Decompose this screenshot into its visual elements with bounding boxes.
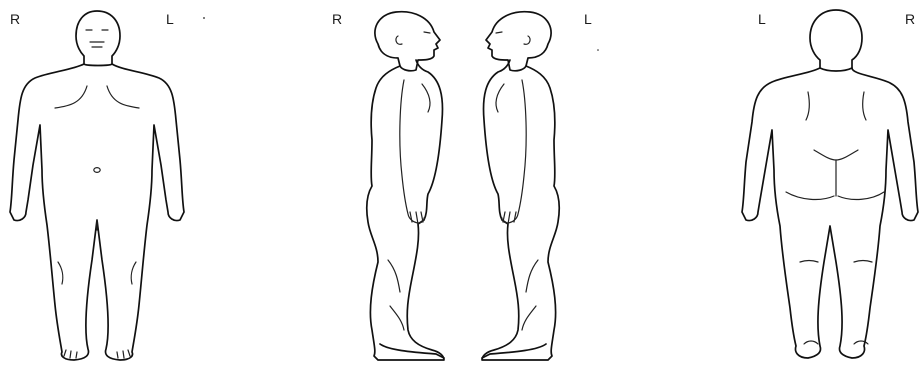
label-right-lateral: R <box>332 11 342 27</box>
speck-mark <box>203 17 205 19</box>
posterior-view-panel: L R <box>742 10 918 358</box>
right-lateral-head <box>375 12 440 71</box>
left-lateral-arm <box>502 80 526 223</box>
chest-line-left <box>107 86 139 108</box>
speck-mark <box>597 49 599 51</box>
right-lateral-chest <box>422 84 430 112</box>
left-lateral-ear <box>524 36 530 44</box>
posterior-head <box>810 10 862 71</box>
lower-back <box>814 150 858 160</box>
heel-left <box>804 341 818 344</box>
toes-left <box>117 350 130 358</box>
right-lateral-leg-line <box>388 260 404 330</box>
right-lateral-body-figure <box>367 12 444 360</box>
left-lateral-body-outline <box>482 60 559 360</box>
chest-line-right <box>55 86 87 108</box>
knee-left <box>131 262 136 284</box>
head <box>76 11 120 66</box>
label-left-posterior: L <box>758 11 766 27</box>
label-right-posterior: R <box>905 11 915 27</box>
posterior-body-figure <box>742 10 918 358</box>
label-left-anterior: L <box>166 11 174 27</box>
label-left-lateral: L <box>584 11 592 27</box>
left-lateral-eye <box>496 32 502 33</box>
left-lateral-body-figure <box>482 12 559 360</box>
navel <box>94 168 100 173</box>
shoulder-blade-right <box>863 92 866 120</box>
mouth <box>90 42 104 47</box>
lateral-view-panel: R L <box>332 11 599 360</box>
knee-crease-left <box>800 261 818 263</box>
body-outline <box>10 64 184 360</box>
shoulder-blade-left <box>806 92 809 120</box>
left-lateral-chest <box>496 84 504 112</box>
knee-right <box>58 262 63 284</box>
posterior-body-outline <box>742 68 918 358</box>
right-lateral-arm <box>400 80 424 223</box>
anterior-body-figure <box>10 11 184 360</box>
label-right-anterior: R <box>10 11 20 27</box>
left-lateral-leg-line <box>522 260 538 330</box>
right-lateral-ear <box>396 36 402 44</box>
buttock-curve-left <box>786 192 834 199</box>
right-lateral-eye <box>424 32 430 33</box>
buttock-curve-right <box>838 192 884 199</box>
anterior-view-panel: R L <box>10 11 205 360</box>
left-lateral-head <box>486 12 551 71</box>
knee-crease-right <box>854 261 872 263</box>
right-lateral-body-outline <box>367 60 444 360</box>
toes-right <box>64 350 77 358</box>
